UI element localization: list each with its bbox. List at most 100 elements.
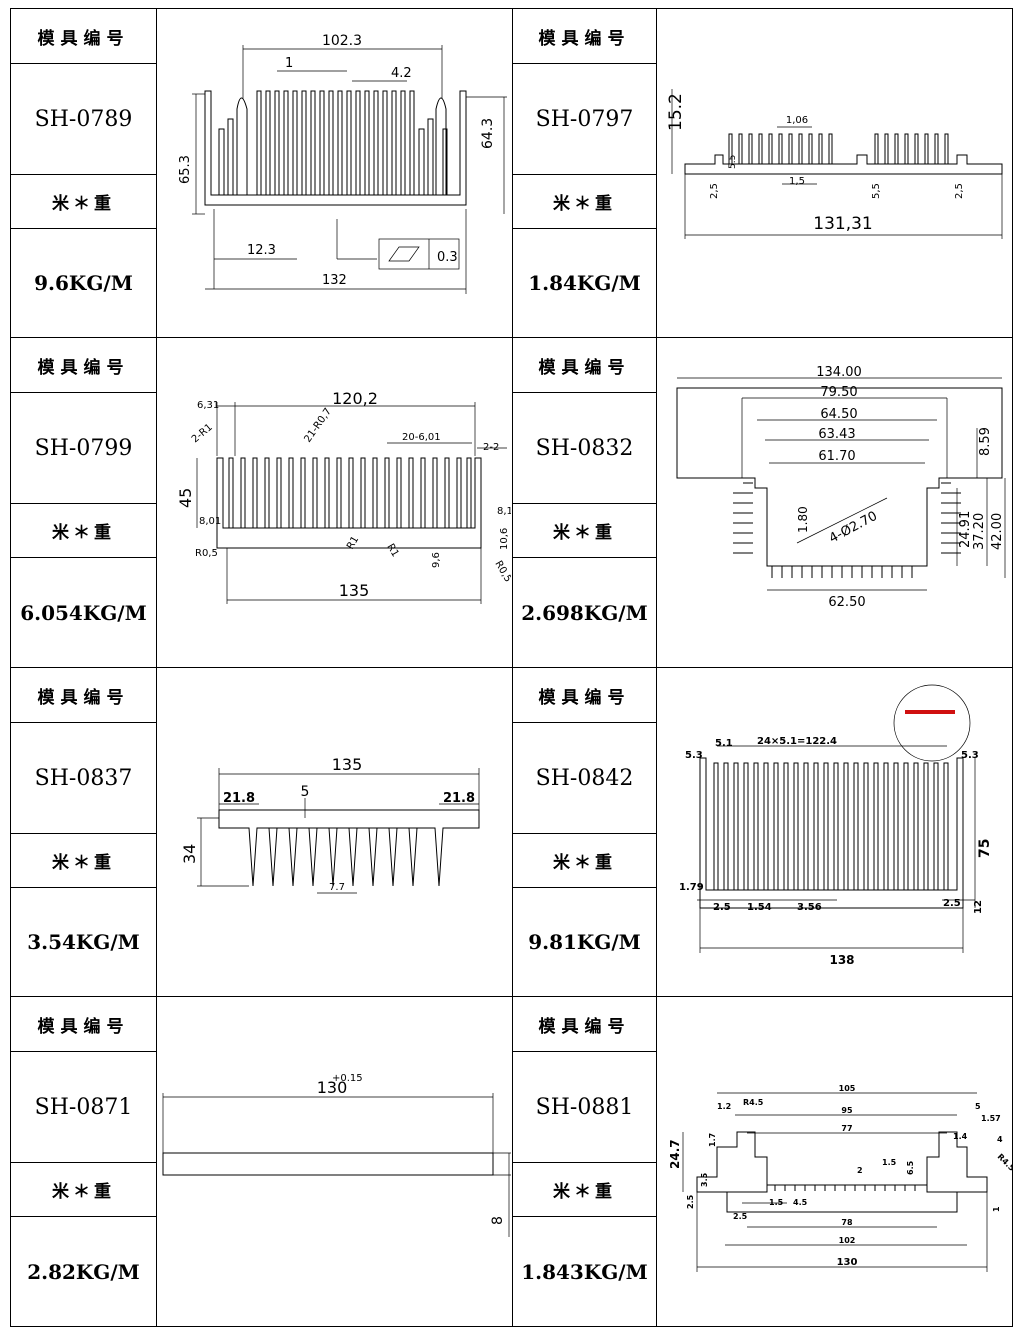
profile-drawing: 130 +0.15 8 <box>157 997 513 1326</box>
dim-h: 1.57 <box>981 1114 1001 1123</box>
dim-s: 4.5 <box>793 1198 808 1207</box>
dim-a-tol-up: +0.15 <box>332 1073 363 1084</box>
mold-code: SH-0871 <box>11 1052 156 1163</box>
dim-j: 2.5 <box>943 898 961 909</box>
profile-drawing: 102.3 1 4.2 64.3 65.3 12.3 0.3 132 <box>157 9 513 337</box>
dim-d: 64.3 <box>480 118 496 149</box>
dim-f: R4.5 <box>743 1098 764 1107</box>
dim-o: R0,5 <box>492 559 511 584</box>
dim-k: 12 <box>973 900 984 914</box>
table-row: 模具编号 SH-0837 米＊重 3.54KG/M 135 <box>10 668 1013 997</box>
dim-m: 9,6 <box>431 552 442 568</box>
profile-drawing: 134.00 79.50 64.50 63.43 61.70 8.59 1.80… <box>657 338 1012 667</box>
weight-value: 1.843KG/M <box>521 1259 648 1284</box>
label-column: 模具编号 SH-0797 米＊重 1.84KG/M <box>513 9 657 337</box>
weight-value: 1.84KG/M <box>528 271 641 295</box>
dim-a: 15.2 <box>666 93 686 131</box>
weight-label: 米＊重 <box>513 834 656 888</box>
mold-code: SH-0799 <box>11 393 156 504</box>
dim-h: 8,01 <box>199 516 221 527</box>
dim-l: R1 <box>384 542 400 559</box>
weight-value: 9.81KG/M <box>528 930 641 954</box>
dim-h: 132 <box>322 273 347 288</box>
dim-i: 8,19 <box>497 506 511 517</box>
mold-code: SH-0797 <box>513 64 656 175</box>
dim-i: 1.4 <box>953 1132 968 1141</box>
dim-c: 77 <box>841 1124 852 1133</box>
dim-g: 2.5 <box>713 902 731 913</box>
dim-b: 6,31 <box>197 400 219 411</box>
weight-label: 米＊重 <box>11 1163 156 1217</box>
dim-e: 75 <box>977 839 993 858</box>
dim-p: 135 <box>339 581 370 600</box>
mold-no-label: 模具编号 <box>11 9 156 64</box>
dim-l: 1.5 <box>882 1158 897 1167</box>
dim-f: 1.79 <box>679 882 704 893</box>
label-column: 模具编号 SH-0837 米＊重 3.54KG/M <box>11 668 157 996</box>
mold-no-label: 模具编号 <box>513 338 656 393</box>
weight-label: 米＊重 <box>11 834 156 888</box>
mold-no-label: 模具编号 <box>513 997 656 1052</box>
dim-b: 21.8 <box>223 791 255 806</box>
dim-j: R0,5 <box>195 548 218 559</box>
dim-k: R4.5 <box>996 1152 1012 1173</box>
profile-drawing: 15.2 1,06 5.5 1,5 2,5 5,5 2,5 131,31 <box>657 9 1012 337</box>
dim-l: 138 <box>829 953 854 967</box>
mold-code: SH-0842 <box>513 723 656 834</box>
weight-label: 米＊重 <box>11 175 156 229</box>
dim-a: 105 <box>839 1084 856 1093</box>
dim-t: 2.5 <box>733 1212 748 1221</box>
dim-b: 5.3 <box>685 750 703 761</box>
dim-f: 7.7 <box>329 882 345 893</box>
dim-b: 1 <box>285 56 293 71</box>
dim-c: 64.50 <box>820 407 857 422</box>
dim-i: 3.56 <box>797 902 822 913</box>
mold-no-label: 模具编号 <box>513 9 656 64</box>
dim-e: 65.3 <box>178 155 193 184</box>
weight-value: 3.54KG/M <box>27 930 140 954</box>
dim-r: 1.5 <box>769 1198 784 1207</box>
dim-c: 5.1 <box>715 738 733 749</box>
mold-code: SH-0832 <box>513 393 656 504</box>
dim-b: 1,06 <box>786 115 808 126</box>
dim-a: 120,2 <box>332 389 378 408</box>
profile-drawing: 24×5.1=122.4 5.3 5.1 5.3 75 1.79 2.5 1.5… <box>657 668 1012 996</box>
dim-e: 34 <box>180 844 199 864</box>
dim-f: 2-2 <box>483 442 499 453</box>
dim-e: 2,5 <box>709 183 720 199</box>
mold-code: SH-0881 <box>513 1052 656 1163</box>
weight-value: 2.82KG/M <box>27 1259 140 1284</box>
mold-code: SH-0789 <box>11 64 156 175</box>
dim-f: 8.59 <box>978 427 993 456</box>
dim-l: 62.50 <box>828 595 865 610</box>
dim-b: 8 <box>490 1216 506 1225</box>
dim-c: 4.2 <box>391 66 412 81</box>
dim-p: 3.5 <box>700 1172 709 1187</box>
dim-a: 130 <box>317 1078 348 1097</box>
dim-k: 42.00 <box>990 513 1005 550</box>
dim-b: 79.50 <box>820 385 857 400</box>
dim-h: 1.54 <box>747 902 772 913</box>
table-row: 模具编号 SH-0871 米＊重 2.82KG/M 130 +0.15 8 模具… <box>10 997 1017 1327</box>
label-column: 模具编号 SH-0871 米＊重 2.82KG/M <box>11 997 157 1326</box>
mold-no-label: 模具编号 <box>11 668 156 723</box>
dim-c: 2-R1 <box>190 422 215 445</box>
dim-g: 2,5 <box>954 183 965 199</box>
dim-e: 20-6,01 <box>402 432 441 443</box>
dim-g: 5 <box>975 1102 981 1111</box>
dim-o: 1.7 <box>708 1133 717 1147</box>
label-column: 模具编号 SH-0881 米＊重 1.843KG/M <box>513 997 657 1326</box>
dim-g: 1.80 <box>796 506 810 533</box>
dim-e: 1.2 <box>717 1102 731 1111</box>
dim-n: 6.5 <box>906 1160 915 1175</box>
profile-drawing: 120,2 6,31 2-R1 21-R0,7 20-6,01 2-2 45 8… <box>157 338 519 667</box>
table-row: 模具编号 SH-0789 米＊重 9.6KG/M <box>10 8 1013 338</box>
weight-label: 米＊重 <box>11 504 156 558</box>
dim-a: 134.00 <box>816 365 862 380</box>
dim-d: 5.3 <box>961 750 979 761</box>
dim-d: 24.7 <box>668 1139 682 1169</box>
dim-d: 1,5 <box>789 176 805 187</box>
dim-h: 131,31 <box>813 214 872 234</box>
dim-e: 61.70 <box>818 449 855 464</box>
